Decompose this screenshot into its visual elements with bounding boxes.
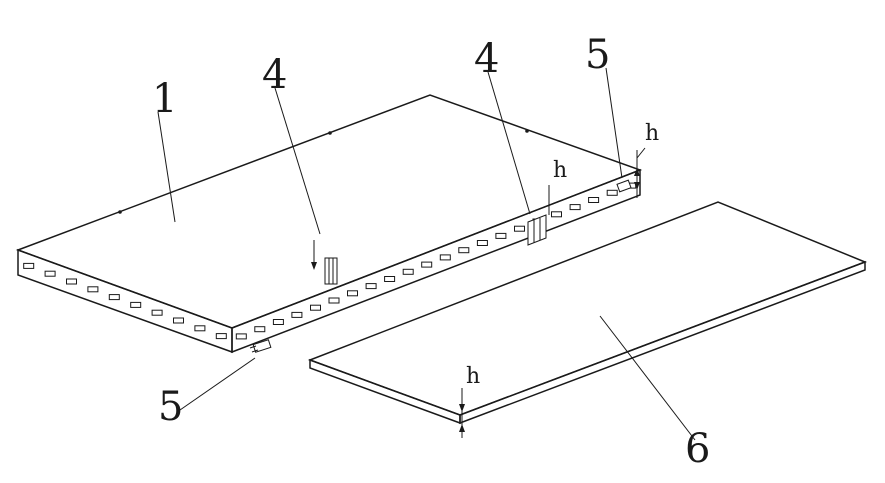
side-slot: [173, 317, 184, 324]
side-slot: [365, 283, 377, 290]
label-part-1: 1: [152, 76, 177, 122]
label-part-4-right: 4: [474, 36, 499, 82]
bracket-left: [311, 240, 338, 285]
side-slot: [384, 276, 396, 282]
side-slot: [151, 309, 163, 316]
dimension-h-bracket: h: [553, 158, 567, 183]
cover-panel: [307, 201, 868, 438]
side-slot: [421, 261, 433, 268]
side-slot: [272, 319, 284, 325]
side-slot: [254, 326, 266, 333]
label-part-5-bottom: 5: [158, 384, 183, 430]
label-part-6: 6: [685, 426, 710, 472]
clip-bottom-left: [249, 339, 272, 353]
base-panel: [15, 94, 643, 354]
label-part-4-left: 4: [262, 52, 287, 98]
leader-lines: [157, 67, 696, 441]
label-part-5-top: 5: [585, 32, 610, 78]
side-slot: [458, 247, 470, 254]
side-slot: [23, 262, 35, 269]
side-slot: [328, 297, 340, 304]
side-slots-left: [23, 262, 227, 340]
side-slot: [130, 301, 142, 308]
side-slot: [402, 268, 414, 275]
side-slot: [66, 278, 77, 285]
side-slot: [235, 333, 247, 340]
side-slot: [291, 311, 303, 318]
side-slot: [44, 270, 56, 277]
side-slot: [606, 189, 618, 196]
side-slot: [194, 325, 206, 332]
dimension-h-corner: h: [645, 121, 659, 146]
side-slot: [569, 204, 581, 211]
side-slot: [108, 294, 120, 301]
side-slot: [588, 197, 600, 203]
dimension-h-cover: h: [466, 364, 480, 389]
bracket-right: [527, 185, 550, 246]
side-slot: [476, 240, 488, 246]
side-slot: [215, 333, 227, 340]
side-slot: [439, 254, 451, 261]
side-slot: [310, 304, 321, 311]
side-slots-front: [235, 182, 637, 340]
side-slot: [514, 225, 525, 232]
side-slot: [495, 232, 507, 239]
side-slot: [87, 286, 99, 293]
side-slot: [551, 211, 562, 218]
side-slot: [347, 290, 358, 297]
